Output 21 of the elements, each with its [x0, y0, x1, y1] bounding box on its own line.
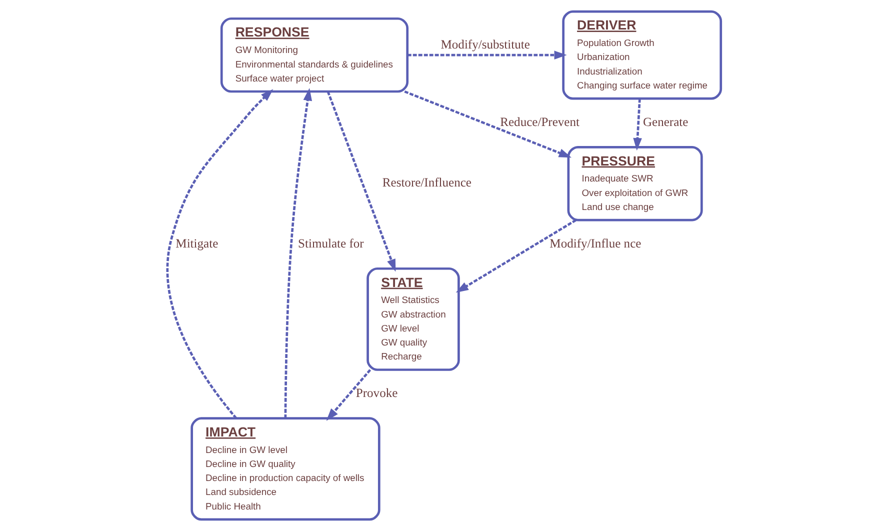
- arrow: [456, 219, 576, 293]
- node-box: STATE Well Statistics GW abstraction GW level GW quality Recharge: [366, 267, 460, 371]
- arrow: [326, 369, 372, 421]
- edge-label: Restore/Influence: [382, 176, 472, 190]
- edge-label: Provoke: [356, 386, 398, 400]
- node-box: PRESSURE Inadequate SWR Over exploitation of GWR Land use change: [567, 146, 703, 222]
- arrow: [284, 88, 312, 418]
- arrow: [633, 98, 642, 151]
- edge-label: Modify/substitute: [440, 38, 530, 52]
- edge-label: Reduce/Prevent: [500, 114, 580, 129]
- arrow: [166, 89, 274, 419]
- arrow: [407, 50, 567, 60]
- edge-label: Generate: [643, 114, 688, 129]
- edge-label: Mitigate: [176, 236, 218, 250]
- node-box: DERIVER Population Growth Urbanization Industrialization Changing surface water regime: [562, 10, 722, 100]
- arrow: [404, 90, 572, 158]
- node-box: IMPACT Decline in GW level Decline in GW quality Decline in production capacity of wells Land subsidence Public Health: [190, 417, 380, 521]
- arrow: [326, 91, 396, 272]
- edge-label: Modify/Influe nce: [550, 236, 642, 250]
- edge-label: Stimulate for: [298, 236, 364, 250]
- node-box: RESPONSE GW Monitoring Environmental standards & guidelines Surface water project: [220, 17, 409, 93]
